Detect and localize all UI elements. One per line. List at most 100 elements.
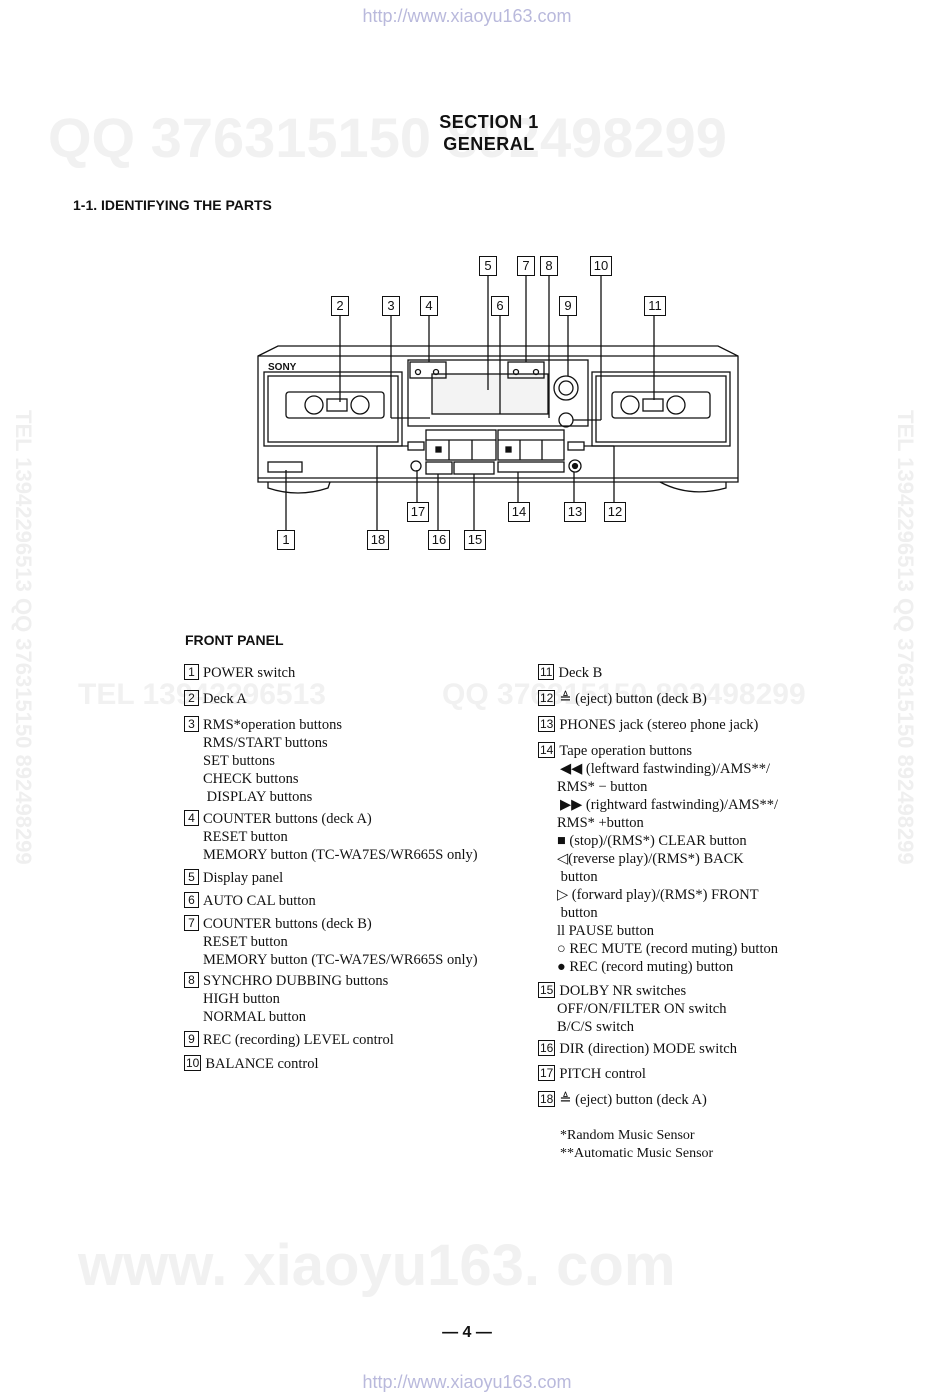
bottom-url-watermark: http://www.xiaoyu163.com: [362, 1372, 572, 1392]
item-label: ≜ (eject) button (deck A): [559, 1092, 707, 1108]
item-number: 11: [538, 664, 555, 680]
callout-18: 18: [367, 530, 389, 550]
list-item: 18≜ (eject) button (deck A): [538, 1091, 868, 1109]
callout-15: 15: [464, 530, 486, 550]
item-sub: ▶▶ (rightward fastwinding)/AMS**/: [560, 797, 779, 813]
item-sub: ll PAUSE button: [557, 923, 654, 939]
item-sub: OFF/ON/FILTER ON switch: [557, 1001, 727, 1017]
item-sub: RESET button: [203, 829, 288, 845]
item-sub: MEMORY button (TC-WA7ES/WR665S only): [203, 952, 478, 968]
item-sub: ○ REC MUTE (record muting) button: [557, 941, 778, 957]
item-sub: ● REC (record muting) button: [557, 959, 734, 975]
callout-7: 7: [517, 256, 535, 276]
callout-8: 8: [540, 256, 558, 276]
footnote: **Automatic Music Sensor: [560, 1146, 714, 1161]
item-label: RMS*operation buttons: [203, 717, 342, 733]
side-watermark-left: TEL 13942296513 QQ 376315150 892498299: [11, 410, 36, 865]
top-url-watermark: http://www.xiaoyu163.com: [362, 6, 572, 26]
qq-watermark-top: QQ 376315150 892498299: [48, 106, 727, 169]
item-sub: CHECK buttons: [203, 771, 299, 787]
item-number: 10: [184, 1055, 202, 1071]
callout-6: 6: [491, 296, 509, 316]
item-sub: ▷ (forward play)/(RMS*) FRONT: [557, 887, 759, 903]
item-sub: RMS* − button: [557, 779, 648, 795]
section-title: SECTION 1 GENERAL: [389, 111, 589, 155]
item-label: PITCH control: [559, 1066, 646, 1082]
item-label: Deck A: [203, 691, 247, 707]
item-label: PHONES jack (stereo phone jack): [559, 717, 759, 733]
item-label: COUNTER buttons (deck A): [203, 811, 372, 827]
section-line2: GENERAL: [443, 134, 535, 154]
item-number: 7: [184, 915, 199, 931]
item-label: Deck B: [558, 665, 603, 681]
item-label: AUTO CAL button: [203, 893, 316, 909]
item-sub: MEMORY button (TC-WA7ES/WR665S only): [203, 847, 478, 863]
item-label: REC (recording) LEVEL control: [203, 1032, 394, 1048]
item-label: Tape operation buttons: [559, 743, 693, 759]
item-sub: SET buttons: [203, 753, 275, 769]
item-number: 17: [538, 1065, 556, 1081]
callout-3: 3: [382, 296, 400, 316]
item-number: 15: [538, 982, 556, 998]
item-sub: ◁(reverse play)/(RMS*) BACK: [557, 851, 744, 867]
item-label: DOLBY NR switches: [559, 983, 687, 999]
item-number: 16: [538, 1040, 556, 1056]
callout-14: 14: [508, 502, 530, 522]
callout-9: 9: [559, 296, 577, 316]
item-label: POWER switch: [203, 665, 296, 681]
callout-17: 17: [407, 502, 429, 522]
callout-13: 13: [564, 502, 586, 522]
item-number: 18: [538, 1091, 556, 1107]
callout-2: 2: [331, 296, 349, 316]
item-label: Display panel: [203, 870, 284, 886]
item-label: DIR (direction) MODE switch: [559, 1041, 737, 1057]
item-sub: HIGH button: [203, 991, 280, 1007]
item-number: 1: [184, 664, 199, 680]
side-watermark-right: TEL 13942296513 QQ 376315150 892498299: [893, 410, 918, 865]
callout-11: 11: [644, 296, 666, 316]
item-sub: RMS* +button: [557, 815, 644, 831]
cassette-deck-diagram: SONY: [257, 274, 739, 530]
item-number: 12: [538, 690, 556, 706]
callout-5: 5: [479, 256, 497, 276]
callout-1: 1: [277, 530, 295, 550]
item-sub: button: [557, 905, 598, 921]
front-panel-title: FRONT PANEL: [185, 632, 284, 648]
item-number: 13: [538, 716, 556, 732]
item-label: COUNTER buttons (deck B): [203, 916, 372, 932]
item-sub: ◀◀ (leftward fastwinding)/AMS**/: [560, 761, 770, 777]
item-number: 2: [184, 690, 199, 706]
page-number: — 4 —: [442, 1324, 492, 1341]
subsection-title: 1-1. IDENTIFYING THE PARTS: [73, 197, 272, 213]
item-sub: B/C/S switch: [557, 1019, 634, 1035]
callout-12: 12: [604, 502, 626, 522]
section-line1: SECTION 1: [439, 112, 539, 132]
item-sub: DISPLAY buttons: [203, 789, 313, 805]
tel-watermark-middle: TEL 13942296513: [78, 678, 326, 711]
item-number: 5: [184, 869, 199, 885]
item-label: SYNCHRO DUBBING buttons: [203, 973, 389, 989]
item-number: 4: [184, 810, 199, 826]
item-number: 9: [184, 1031, 199, 1047]
bottom-big-watermark: www. xiaoyu163. com: [78, 1233, 676, 1298]
item-sub: NORMAL button: [203, 1009, 306, 1025]
callout-16: 16: [428, 530, 450, 550]
callout-4: 4: [420, 296, 438, 316]
item-sub: ■ (stop)/(RMS*) CLEAR button: [557, 833, 747, 849]
item-label: ≜ (eject) button (deck B): [559, 691, 707, 707]
item-number: 6: [184, 892, 199, 908]
